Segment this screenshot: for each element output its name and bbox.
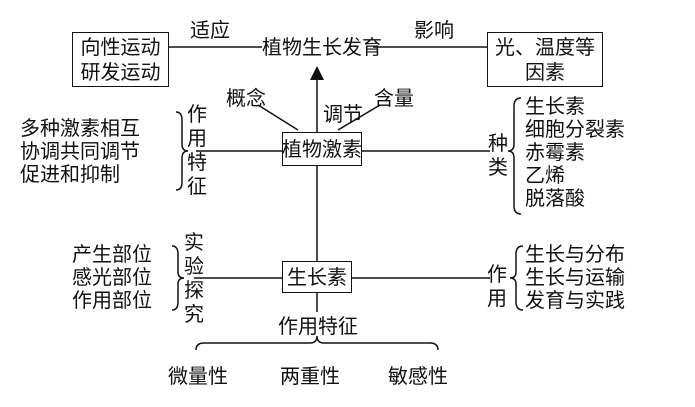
feature-sensitive: 敏感性 [388, 364, 448, 388]
hormone-left-list: 多种激素相互 协调共同调节 促进和抑制 [20, 117, 140, 186]
right-top-box-line1: 光、温度等 [495, 35, 595, 59]
feature-dual: 两重性 [280, 364, 340, 388]
label-content: 含量 [374, 86, 414, 110]
auxin-experiment-item: 作用部位 [72, 288, 152, 312]
label-adapt: 适应 [190, 18, 230, 42]
hormone-left-item: 多种激素相互 [20, 116, 140, 140]
hormone-box [282, 132, 362, 166]
feature-trace: 微量性 [168, 364, 228, 388]
auxin-right-list: 生长与分布 生长与运输 发育与实践 [525, 243, 625, 312]
hormone-left-item: 促进和抑制 [20, 162, 120, 186]
hormone-type-item: 乙烯 [525, 163, 565, 187]
label-influence: 影响 [414, 18, 454, 42]
auxin-function-item: 生长与分布 [525, 242, 625, 266]
brace-features [195, 335, 439, 351]
right-top-box [487, 32, 603, 87]
hormone-box-text: 植物激素 [282, 137, 362, 161]
auxin-box-text: 生长素 [287, 265, 347, 289]
left-top-box-line1: 向性运动 [80, 35, 161, 59]
auxin-experiment-item: 产生部位 [72, 242, 152, 266]
brace-hormone-left [175, 111, 189, 191]
hormone-type-item: 生长素 [525, 94, 585, 118]
hormone-type-item: 细胞分裂素 [525, 117, 625, 141]
auxin-function-item: 生长与运输 [525, 265, 625, 289]
right-top-box-line2: 因素 [525, 60, 565, 84]
hormone-left-vertical: 作用特征 [187, 102, 207, 198]
center-title: 植物生长发育 [262, 35, 382, 59]
left-top-box-line2: 研发运动 [80, 60, 161, 84]
hormone-left-item: 协调共同调节 [20, 139, 140, 163]
auxin-left-list: 产生部位 感光部位 作用部位 [72, 243, 152, 312]
hormone-type-item: 赤霉素 [525, 140, 585, 164]
brace-auxin-left [171, 245, 185, 311]
auxin-function-item: 发育与实践 [525, 288, 625, 312]
hormone-type-item: 脱落酸 [525, 186, 585, 210]
auxin-right-vertical: 作用 [487, 262, 507, 310]
hormone-right-list: 生长素 细胞分裂素 赤霉素 乙烯 脱落酸 [525, 95, 625, 210]
brace-hormone-right [507, 97, 522, 215]
auxin-box [282, 261, 352, 293]
branch-content [337, 104, 381, 131]
auxin-left-vertical: 实验探究 [184, 230, 204, 326]
brace-auxin-right [509, 245, 524, 311]
up-arrow-icon [310, 66, 324, 80]
label-concept: 概念 [226, 86, 266, 110]
auxin-features-label: 作用特征 [278, 314, 358, 338]
left-top-box [72, 32, 169, 87]
branch-concept [257, 104, 299, 131]
hormone-right-vertical: 种类 [488, 131, 508, 179]
label-regulate: 调节 [323, 102, 363, 126]
auxin-experiment-item: 感光部位 [72, 265, 152, 289]
